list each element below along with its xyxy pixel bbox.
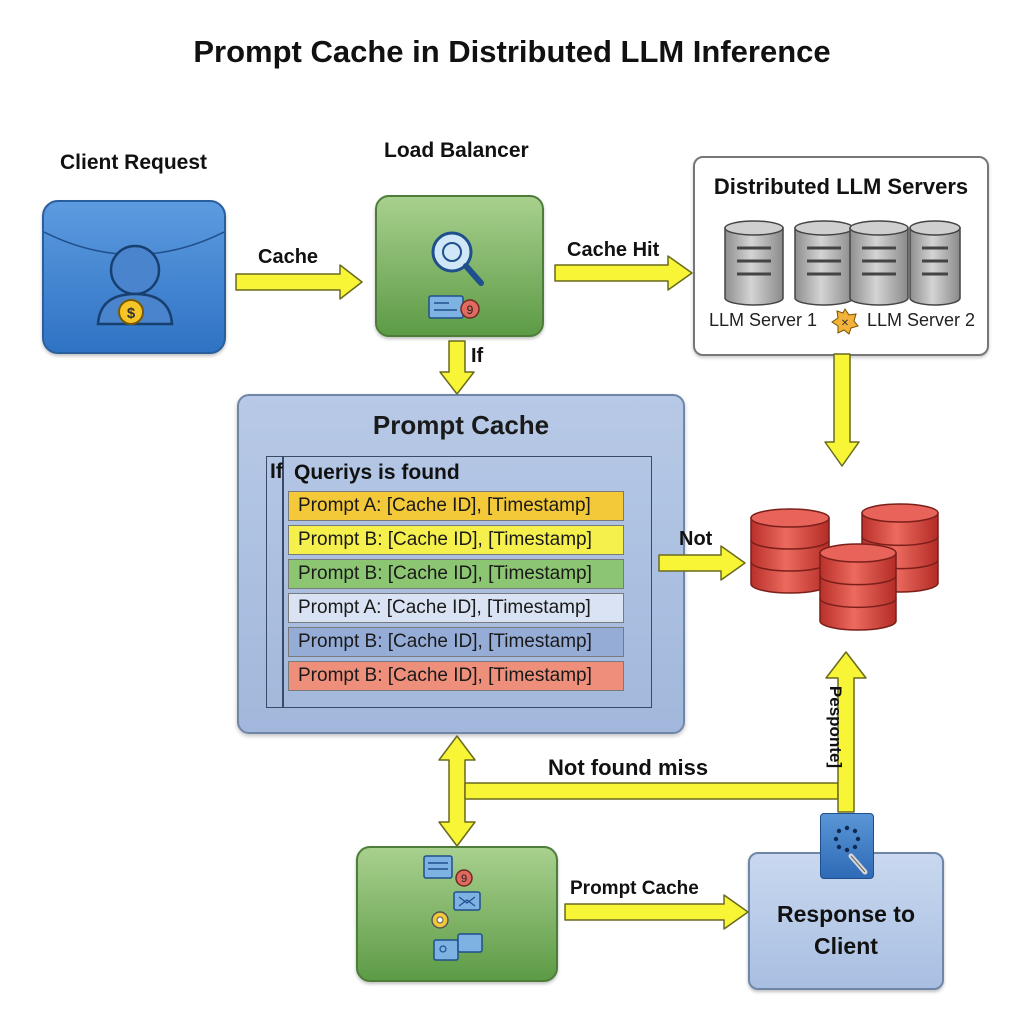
server-stack-icons [724,220,961,306]
edge-label-cache-hit: Cache Hit [567,239,660,261]
arrow-worker-to-response [564,894,749,930]
document-icon [423,855,453,879]
database-icon [750,508,830,594]
arrow-cache-worker-bidirectional [438,735,476,847]
arrow-servers-to-db [824,353,860,467]
path-not-found-miss [464,782,839,800]
server-2-label: LLM Server 2 [867,310,976,330]
arrow-response-up [825,651,867,813]
edge-label-cache: Cache [258,246,319,268]
client-request-label: Client Request [60,151,208,174]
servers-title: Distributed LLM Servers [713,174,969,199]
cache-entry-row: Prompt B: [Cache ID], [Timestamp] [288,525,624,555]
user-icon: $ [44,231,224,326]
prompt-cache-panel: Prompt Cache If Queriys is found Prompt … [237,394,685,734]
cache-entry-row: Prompt B: [Cache ID], [Timestamp] [288,661,624,691]
response-to-client-node: Response to Client [748,852,944,990]
arrow-lb-to-cache [439,340,475,395]
distributed-servers-panel: Distributed LLM Servers LLM Server 1 LLM… [693,156,989,356]
server-icon [909,220,961,306]
magnifier-icon: 9 [428,231,484,319]
worker-icons: 9 [423,855,483,961]
database-icon [819,543,897,631]
cache-header-text: Queriys is found [294,461,460,484]
load-balancer-node: 9 [375,195,544,337]
client-request-node: $ [42,200,226,354]
edge-label-if: If [471,345,484,367]
cache-entry-row: Prompt A: [Cache ID], [Timestamp] [288,491,624,521]
edge-label-not-found-miss: Not found miss [548,755,709,780]
prompt-cache-worker-node: 9 [356,846,558,982]
cache-entry-row: Prompt B: [Cache ID], [Timestamp] [288,559,624,589]
diagram-title: Prompt Cache in Distributed LLM Inferenc… [193,34,831,69]
edge-label-response-vertical: Pesponte] [826,685,845,769]
load-balancer-label: Load Balancer [384,139,529,162]
connector-gear-icon: ✕ [831,308,859,335]
response-line-2: Client [814,933,878,959]
arrow-client-to-lb [235,264,363,300]
response-text: Response to Client [750,898,942,962]
edge-label-not: Not [679,528,713,550]
database-cluster-icon [750,503,939,631]
cache-header-if: If [270,460,283,483]
server-icon [794,220,854,306]
cache-entry-row: Prompt A: [Cache ID], [Timestamp] [288,593,624,623]
lb-badge: 9 [467,303,474,317]
server-1-label: LLM Server 1 [709,310,818,330]
server-icon [849,220,909,306]
response-line-1: Response to [776,901,916,927]
edge-label-prompt-cache: Prompt Cache [570,878,699,899]
svg-text:✕: ✕ [841,318,849,329]
server-icon [724,220,784,306]
worker-badge: 9 [461,873,467,885]
cache-title: Prompt Cache [372,410,550,440]
dollar-badge: $ [127,305,136,322]
cache-entry-row: Prompt B: [Cache ID], [Timestamp] [288,627,624,657]
arrow-cache-to-db [658,545,746,581]
cache-table: If Queriys is found [266,456,652,708]
loading-spinner-icon [820,813,874,879]
arrow-lb-to-servers [554,255,693,291]
